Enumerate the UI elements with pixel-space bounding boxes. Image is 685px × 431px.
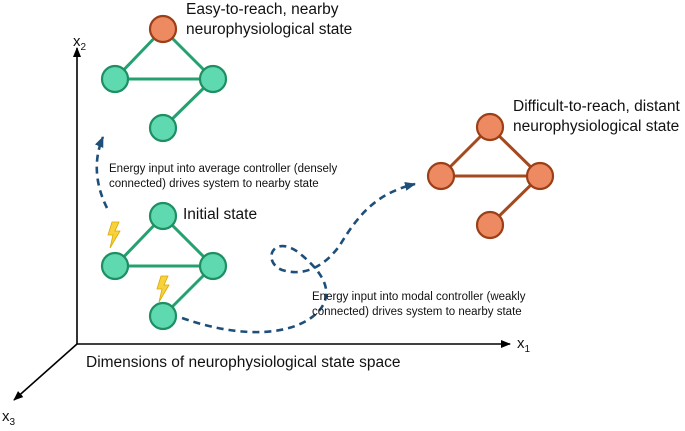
axis-subscript: 2 (80, 42, 87, 53)
trajectories (94, 136, 416, 334)
title-line: Difficult-to-reach, distant (513, 98, 680, 115)
difficult-state-network (426, 112, 555, 240)
axis-var: x (517, 335, 525, 352)
axis-subscript: 1 (524, 344, 531, 355)
network-node (475, 112, 505, 142)
axes (13, 47, 511, 401)
modal-controller-path (181, 181, 416, 334)
axis-var: x (73, 33, 81, 50)
network-node (198, 64, 228, 94)
difficult-state-title: Difficult-to-reach, distant neurophysiol… (513, 97, 680, 137)
network-node (426, 161, 456, 191)
lightning-bolt-icon (156, 275, 170, 303)
x3-axis (13, 343, 78, 401)
initial-state-title: Initial state (183, 206, 258, 223)
annotation-line: connected) drives system to nearby state (312, 306, 522, 318)
easy-state-title: Easy-to-reach, nearby neurophysiological… (186, 0, 352, 40)
network-node (525, 161, 555, 191)
title-line: neurophysiological state (186, 21, 353, 38)
network-node (148, 201, 178, 231)
network-node (100, 64, 130, 94)
x2-axis-label: x2 (73, 33, 86, 53)
modal-controller-annotation: Energy input into modal controller (weak… (312, 290, 526, 320)
x1-axis-label: x1 (517, 335, 530, 355)
lightning-bolt-icon (107, 221, 121, 249)
annotation-line: Energy input into average controller (de… (109, 163, 338, 175)
easy-state-network (100, 14, 228, 143)
network-node (475, 210, 505, 240)
initial-state-network (100, 201, 228, 331)
average-controller-path (94, 136, 109, 209)
network-node-orange (148, 14, 178, 44)
network-node (148, 301, 178, 331)
title-line: Easy-to-reach, nearby (186, 1, 339, 18)
annotation-line: Energy input into modal controller (weak… (312, 291, 526, 303)
axis-var: x (2, 408, 10, 425)
title-line: neurophysiological state (513, 118, 680, 135)
network-node (148, 113, 178, 143)
state-space-caption: Dimensions of neurophysiological state s… (86, 354, 401, 371)
x3-axis-label: x3 (2, 408, 15, 428)
annotation-line: connected) drives system to nearby state (109, 178, 319, 190)
axis-subscript: 3 (9, 417, 16, 428)
network-node (100, 251, 130, 281)
average-controller-annotation: Energy input into average controller (de… (109, 162, 337, 192)
network-node (198, 251, 228, 281)
